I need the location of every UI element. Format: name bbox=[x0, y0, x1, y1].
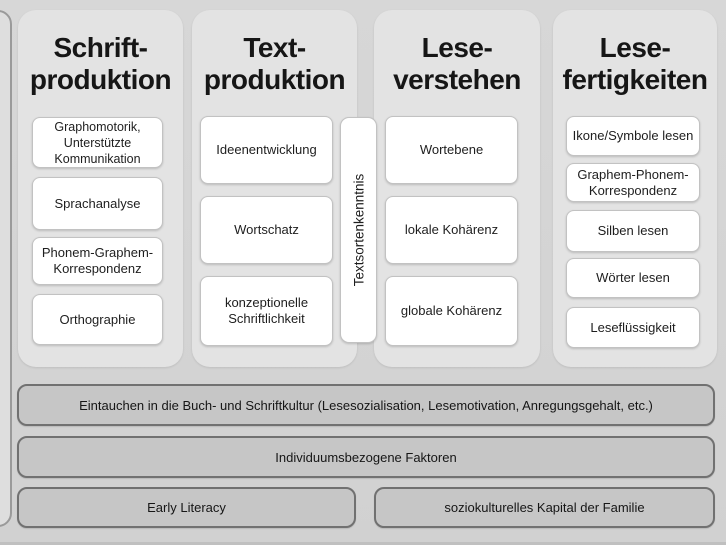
vertical-box-textsortenkenntnis: Textsortenkenntnis bbox=[340, 117, 377, 343]
skill-box: Graphomotorik, Unterstützte Kommunikatio… bbox=[32, 117, 163, 168]
column-title-lesefertigkeiten: Lese- fertigkeiten bbox=[553, 32, 717, 96]
column-title-textproduktion: Text- produktion bbox=[192, 32, 357, 96]
skill-box: Sprachanalyse bbox=[32, 177, 163, 230]
title-line: Text- bbox=[243, 32, 306, 63]
skill-box: lokale Kohärenz bbox=[385, 196, 518, 264]
skill-box: Wortebene bbox=[385, 116, 518, 184]
box-stack-leseverstehen: Wortebene lokale Kohärenz globale Kohäre… bbox=[385, 116, 518, 346]
skill-box: Wörter lesen bbox=[566, 258, 700, 298]
skill-box: globale Kohärenz bbox=[385, 276, 518, 346]
column-title-leseverstehen: Lese- verstehen bbox=[374, 32, 540, 96]
foundation-bar-early-literacy: Early Literacy bbox=[17, 487, 356, 528]
box-stack-textproduktion: Ideenentwicklung Wortschatz konzeptionel… bbox=[200, 116, 333, 346]
vertical-box-label: Textsortenkenntnis bbox=[351, 173, 366, 287]
column-title-schriftproduktion: Schrift- produktion bbox=[18, 32, 183, 96]
foundation-bar-individuumsbezogene-faktoren: Individuumsbezogene Faktoren bbox=[17, 436, 715, 478]
foundation-bar-schriftkultur: Eintauchen in die Buch- und Schriftkultu… bbox=[17, 384, 715, 426]
skill-box: konzeptionelle Schriftlichkeit bbox=[200, 276, 333, 346]
title-line: fertigkeiten bbox=[562, 64, 708, 95]
title-line: produktion bbox=[29, 64, 172, 95]
title-line: Lese- bbox=[421, 32, 493, 63]
cropped-left-panel-edge bbox=[0, 10, 12, 527]
box-stack-schriftproduktion: Graphomotorik, Unterstützte Kommunikatio… bbox=[32, 117, 163, 345]
skill-box: Wortschatz bbox=[200, 196, 333, 264]
skill-box: Graphem-Phonem-Korrespondenz bbox=[566, 163, 700, 202]
cropped-bottom-edge bbox=[0, 542, 726, 545]
skill-box: Ideenentwicklung bbox=[200, 116, 333, 184]
title-line: produktion bbox=[203, 64, 346, 95]
title-line: Lese- bbox=[599, 32, 671, 63]
foundation-bar-soziokulturelles-kapital: soziokulturelles Kapital der Familie bbox=[374, 487, 715, 528]
title-line: verstehen bbox=[393, 64, 521, 95]
skill-box: Silben lesen bbox=[566, 210, 700, 252]
skill-box: Phonem-Graphem-Korrespondenz bbox=[32, 237, 163, 285]
skill-box: Orthographie bbox=[32, 294, 163, 345]
box-stack-lesefertigkeiten: Ikone/Symbole lesen Graphem-Phonem-Korre… bbox=[566, 116, 700, 348]
title-line: Schrift- bbox=[53, 32, 149, 63]
skill-box: Ikone/Symbole lesen bbox=[566, 116, 700, 156]
skill-box: Leseflüssigkeit bbox=[566, 307, 700, 348]
